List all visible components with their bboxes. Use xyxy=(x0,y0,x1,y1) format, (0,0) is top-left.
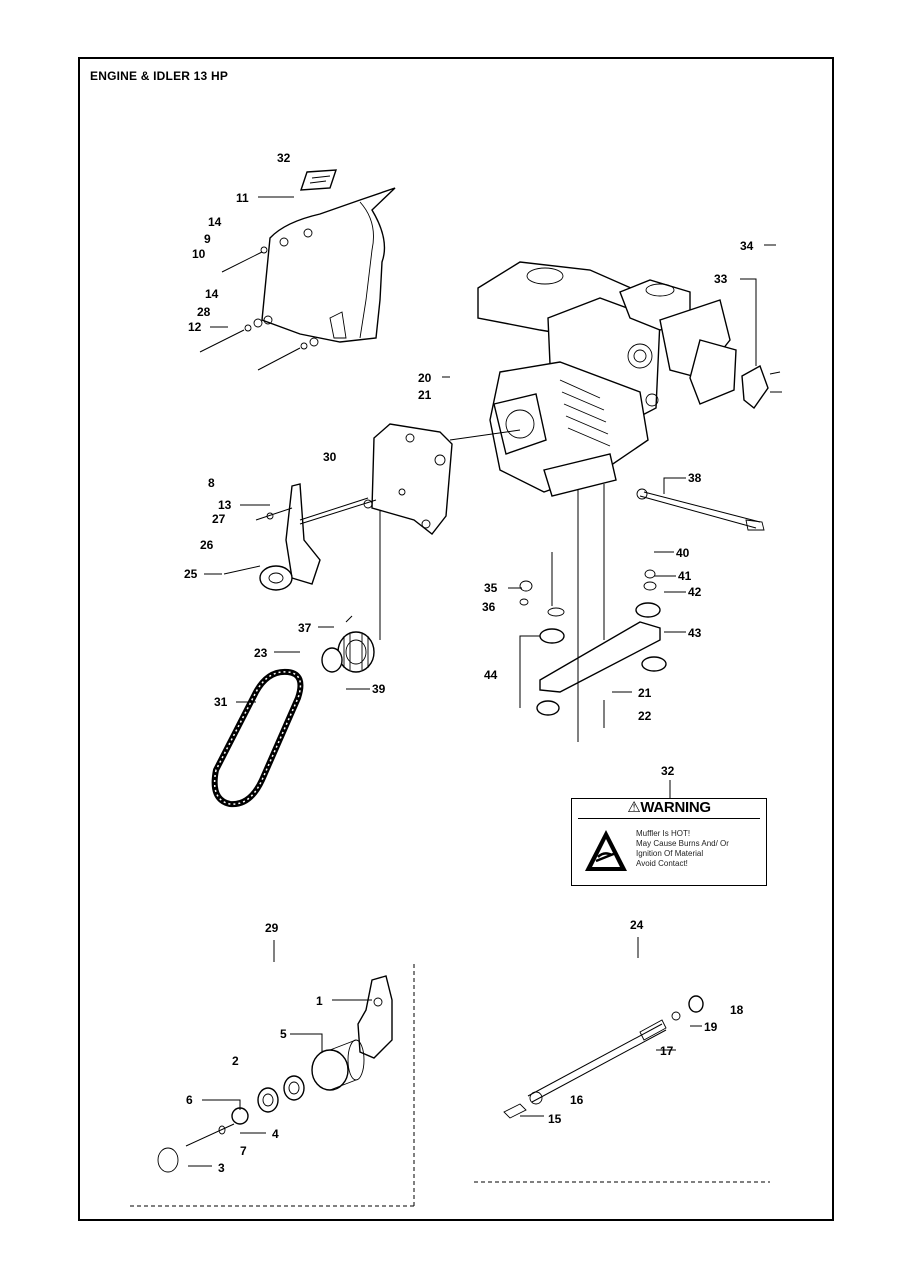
callout-9: 9 xyxy=(204,232,211,246)
callout-14-top: 14 xyxy=(208,215,222,229)
callout-17: 17 xyxy=(660,1044,674,1058)
callout-35: 35 xyxy=(484,581,498,595)
callout-37: 37 xyxy=(298,621,312,635)
callout-19: 19 xyxy=(704,1020,718,1034)
engine xyxy=(449,261,737,497)
leader-lines xyxy=(188,196,776,1167)
callout-23: 23 xyxy=(254,646,268,660)
callout-25: 25 xyxy=(184,567,198,581)
callout-15: 15 xyxy=(548,1112,562,1126)
small-decal xyxy=(300,169,337,191)
callout-7: 7 xyxy=(240,1144,247,1158)
warning-heading: ⚠WARNING xyxy=(627,799,711,816)
throttle-cable-assembly xyxy=(474,995,770,1183)
callout-2: 2 xyxy=(232,1054,239,1068)
callout-41: 41 xyxy=(678,569,692,583)
callout-6: 6 xyxy=(186,1093,193,1107)
callout-12: 12 xyxy=(188,320,202,334)
callout-22: 22 xyxy=(638,709,652,723)
callout-4: 4 xyxy=(272,1127,279,1141)
callout-42: 42 xyxy=(688,585,702,599)
callout-14-bottom: 14 xyxy=(205,287,219,301)
muffler-bracket xyxy=(741,364,769,410)
callout-8: 8 xyxy=(208,476,215,490)
warning-decal: ⚠WARNING Muffler Is HOT! May Cause Burns… xyxy=(571,798,767,886)
drive-pulley xyxy=(321,615,375,673)
callout-34: 34 xyxy=(740,239,754,253)
drive-belt xyxy=(211,668,304,808)
warning-line: Ignition Of Material xyxy=(636,849,704,858)
warning-message: Muffler Is HOT! May Cause Burns And/ Or … xyxy=(636,829,764,869)
callout-31: 31 xyxy=(214,695,228,709)
callout-3: 3 xyxy=(218,1161,225,1175)
callout-16: 16 xyxy=(570,1093,584,1107)
warning-line: May Cause Burns And/ Or xyxy=(636,839,729,848)
callout-28: 28 xyxy=(197,305,211,319)
callout-29: 29 xyxy=(265,921,279,935)
hot-surface-hazard-icon xyxy=(585,830,627,871)
warning-divider xyxy=(578,818,760,819)
callout-1: 1 xyxy=(316,994,323,1008)
throttle-rod xyxy=(636,488,765,531)
callout-13: 13 xyxy=(218,498,232,512)
callout-10: 10 xyxy=(192,247,206,261)
callout-27: 27 xyxy=(212,512,226,526)
callout-30: 30 xyxy=(323,450,337,464)
engine-mount-plate xyxy=(519,484,667,742)
callout-24: 24 xyxy=(630,918,644,932)
warning-line: Muffler Is HOT! xyxy=(636,829,691,838)
warning-line: Avoid Contact! xyxy=(636,859,688,868)
callout-43: 43 xyxy=(688,626,702,640)
callout-labels: 32 11 14 9 10 14 28 12 34 33 20 21 30 8 … xyxy=(184,151,754,1175)
diagram-frame xyxy=(78,57,834,1221)
callout-21-bottom: 21 xyxy=(638,686,652,700)
callout-21-top: 21 xyxy=(418,388,432,402)
idler-assembly xyxy=(130,964,415,1207)
idler-arm xyxy=(223,483,377,591)
callout-38: 38 xyxy=(688,471,702,485)
callout-40: 40 xyxy=(676,546,690,560)
callout-5: 5 xyxy=(280,1027,287,1041)
callout-44: 44 xyxy=(484,668,498,682)
callout-20: 20 xyxy=(418,371,432,385)
callout-11: 11 xyxy=(236,191,249,205)
diagram-title: ENGINE & IDLER 13 HP xyxy=(90,69,229,83)
callout-32-top: 32 xyxy=(277,151,291,165)
callout-18: 18 xyxy=(730,1003,744,1017)
cover-bolts xyxy=(199,237,319,371)
callout-32-decal: 32 xyxy=(661,764,675,778)
callout-33: 33 xyxy=(714,272,728,286)
callout-26: 26 xyxy=(200,538,214,552)
callout-36: 36 xyxy=(482,600,496,614)
belt-cover xyxy=(261,187,396,343)
idler-plate xyxy=(363,423,453,640)
callout-39: 39 xyxy=(372,682,386,696)
